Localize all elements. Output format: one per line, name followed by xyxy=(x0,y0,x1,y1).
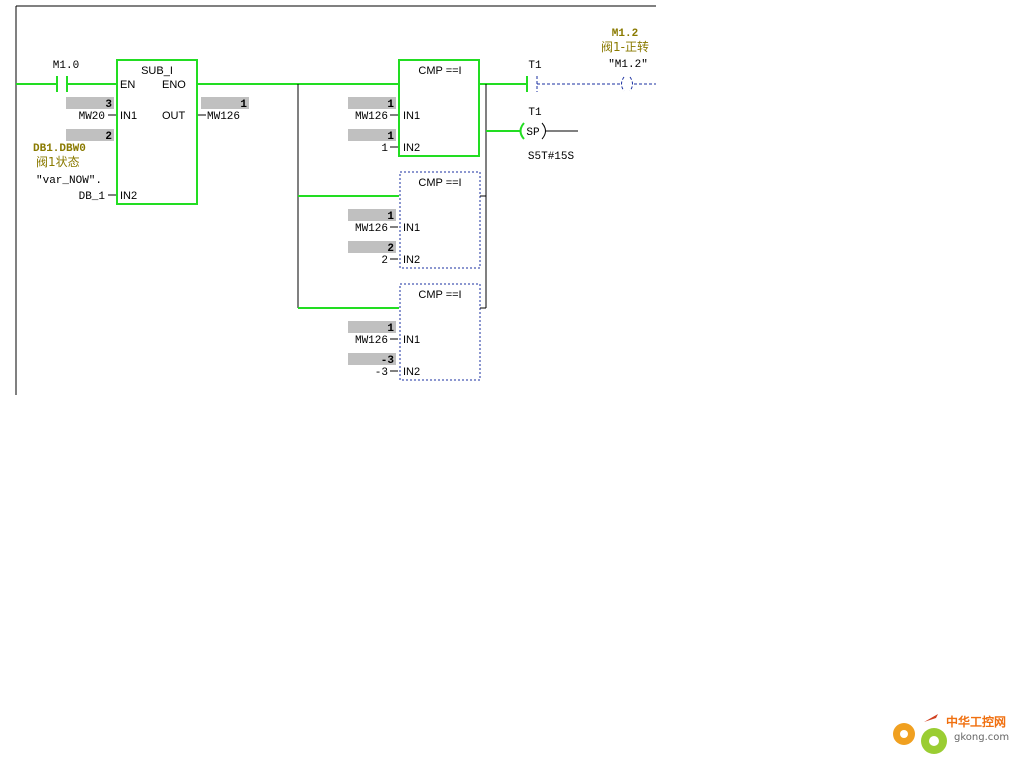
cmp2-in1-value: 1 xyxy=(387,211,394,223)
timer-right-arc xyxy=(541,122,546,140)
coil-left-arc xyxy=(621,76,625,92)
cmp3-in2-value-bg xyxy=(348,353,396,365)
gkong-logo: 中华工控网 gkong.com xyxy=(893,714,1009,754)
cmp3-box xyxy=(399,283,481,381)
sub-in2-symbol: "var_NOW". xyxy=(36,175,102,187)
sub-in2-address: DB1.DBW0 xyxy=(33,143,86,155)
timer-t1-label: T1 xyxy=(528,107,542,119)
cmp2-in2-value: 2 xyxy=(387,243,394,255)
cmp1-in2-value-bg xyxy=(348,129,396,141)
sub-in2-operand[interactable]: DB_1 xyxy=(79,191,106,203)
cmp2-in2-value-bg xyxy=(348,241,396,253)
coil-m12-symbol: "M1.2" xyxy=(608,59,648,71)
cmp3-title: CMP ==I xyxy=(418,289,461,301)
cmp3-in1-value: 1 xyxy=(387,323,394,335)
sub-out-operand[interactable]: MW126 xyxy=(207,111,240,123)
coil-m1-2[interactable]: M1.2 阀1-正转 "M1.2" xyxy=(601,28,656,92)
cmp-block-3[interactable]: CMP ==I IN1 IN2 1 MW126 -3 -3 xyxy=(348,283,481,381)
cmp1-box xyxy=(398,59,480,157)
sub-eno-label: ENO xyxy=(162,79,186,91)
contact-t1-label: T1 xyxy=(528,60,542,72)
sub-out-label: OUT xyxy=(162,110,186,122)
sub-i-title: SUB_I xyxy=(141,65,173,77)
cmp-block-1[interactable]: CMP ==I IN1 IN2 1 MW126 1 1 xyxy=(348,59,480,157)
cmp1-in2-label: IN2 xyxy=(403,142,420,154)
coil-m12-comment: 阀1-正转 xyxy=(601,39,649,54)
timer-type: SP xyxy=(526,127,540,139)
cmp1-in1-label: IN1 xyxy=(403,110,420,122)
cmp2-box xyxy=(399,171,481,269)
timer-preset: S5T#15S xyxy=(528,151,575,163)
contact-m1-0[interactable]: M1.0 xyxy=(16,60,118,92)
cmp2-in1-label: IN1 xyxy=(403,222,420,234)
sub-in2-comment: 阀1状态 xyxy=(36,155,80,169)
cmp1-in1-value: 1 xyxy=(387,99,394,111)
cmp3-in2-value: -3 xyxy=(381,355,395,367)
cmp3-in2-operand[interactable]: -3 xyxy=(375,367,388,379)
cmp2-in1-operand[interactable]: MW126 xyxy=(355,223,388,235)
arrow-icon xyxy=(924,714,938,722)
cmp1-in1-operand[interactable]: MW126 xyxy=(355,111,388,123)
cmp2-title: CMP ==I xyxy=(418,177,461,189)
cmp3-in1-operand[interactable]: MW126 xyxy=(355,335,388,347)
contact-m10-label: M1.0 xyxy=(53,60,79,72)
sub-in1-label: IN1 xyxy=(120,110,137,122)
cmp1-in2-value: 1 xyxy=(387,131,394,143)
cmp3-in1-label: IN1 xyxy=(403,334,420,346)
timer-left-arc xyxy=(519,122,525,140)
cmp1-in2-operand[interactable]: 1 xyxy=(381,143,388,155)
sub-out-value: 1 xyxy=(240,99,247,111)
cmp-block-2[interactable]: CMP ==I IN1 IN2 1 MW126 2 2 xyxy=(348,171,481,269)
cmp2-in2-operand[interactable]: 2 xyxy=(381,255,388,267)
cmp3-in1-value-bg xyxy=(348,321,396,333)
sub-in1-value: 3 xyxy=(105,99,112,111)
ladder-network: M1.0 SUB_I EN ENO IN1 OUT IN2 3 MW20 2 D… xyxy=(15,5,656,395)
sub-in2-value-bg xyxy=(66,129,114,141)
gear-hole xyxy=(900,730,908,738)
cmp2-in1-value-bg xyxy=(348,209,396,221)
cmp2-in2-label: IN2 xyxy=(403,254,420,266)
timer-t1-sp[interactable]: SP T1 S5T#15S xyxy=(519,107,579,163)
cmp1-in1-value-bg xyxy=(348,97,396,109)
gkong-watermark: 中华工控网 gkong.com xyxy=(884,706,1016,760)
coil-m12-address: M1.2 xyxy=(612,28,638,40)
coil-right-arc xyxy=(629,76,633,92)
sub-en-label: EN xyxy=(120,79,135,91)
sub-in1-value-bg xyxy=(66,97,114,109)
sub-i-block[interactable]: SUB_I EN ENO IN1 OUT IN2 3 MW20 2 DB1.DB… xyxy=(33,59,249,205)
sub-out-value-bg xyxy=(201,97,249,109)
sub-in1-operand[interactable]: MW20 xyxy=(79,111,105,123)
watermark-brand: 中华工控网 xyxy=(946,714,1006,729)
gear-hole-large xyxy=(929,736,939,746)
contact-t1[interactable]: T1 xyxy=(526,60,620,92)
cmp1-title: CMP ==I xyxy=(418,65,461,77)
watermark-site: gkong.com xyxy=(954,732,1009,743)
sub-in2-value: 2 xyxy=(105,131,112,143)
sub-in2-label: IN2 xyxy=(120,190,137,202)
sub-i-box xyxy=(116,59,198,205)
cmp3-in2-label: IN2 xyxy=(403,366,420,378)
